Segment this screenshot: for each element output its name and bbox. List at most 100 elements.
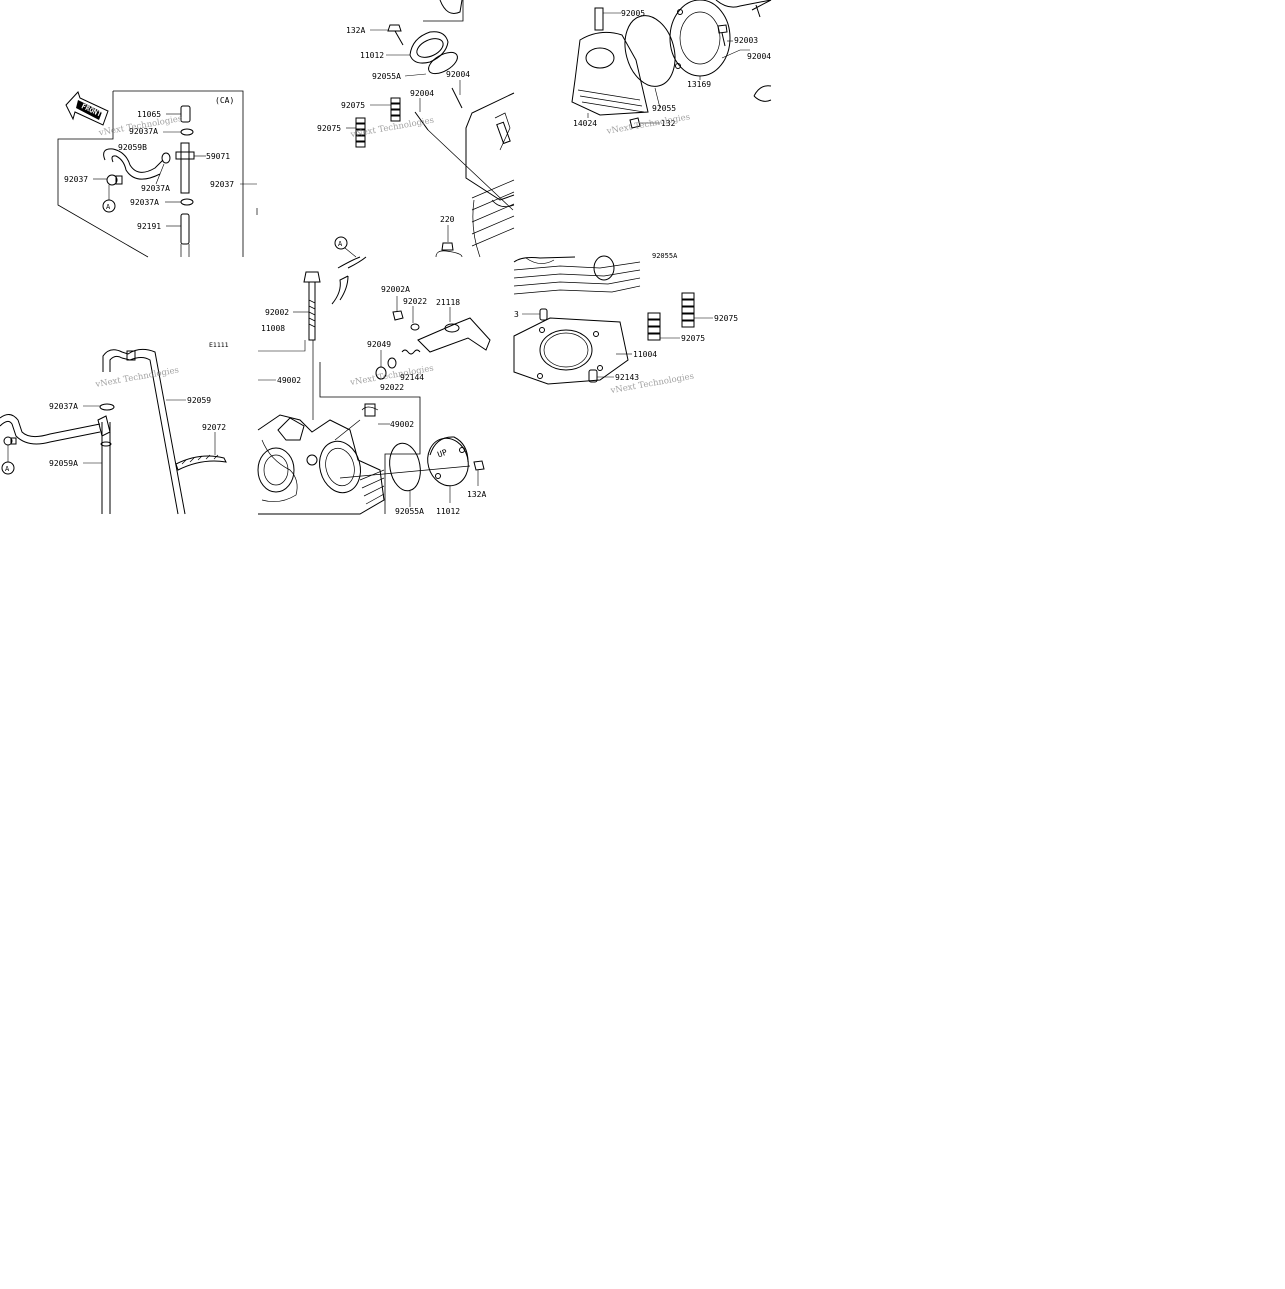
tile-bottom-left: E1111 92059 92037A 92059A A 92072 vNext … [0, 341, 229, 515]
label-92037a-2: 92037A [141, 184, 170, 193]
label-11012-b: 11012 [436, 507, 460, 516]
label-11008: 11008 [261, 324, 285, 333]
cylinder-head-14024 [571, 31, 649, 116]
label-92002a: 92002A [381, 285, 410, 294]
clamp-92037a-bl [99, 403, 115, 411]
crankcase-body [257, 414, 385, 515]
callout-a-3-label: A [5, 465, 10, 473]
plug-49002 [364, 403, 376, 417]
arm-21118 [417, 317, 491, 353]
hose-92059 [102, 348, 186, 515]
label-132a-top: 132A [346, 26, 365, 35]
label-92075-a: 92075 [341, 101, 365, 110]
cover-11012 [427, 437, 469, 487]
label-21118: 21118 [436, 298, 460, 307]
part-11065 [180, 105, 191, 123]
front-arrow-icon: FRONT [65, 91, 109, 126]
label-92059b: 92059B [118, 143, 147, 152]
watermark-3: vNext Technologies [605, 112, 691, 137]
label-11012-top: 11012 [360, 51, 384, 60]
label-132: 132 [661, 119, 676, 128]
tile-top-right: 92005 92055 13169 92003 92004 14024 132 [571, 0, 771, 137]
bolt-92002 [303, 271, 321, 283]
label-49002-a: 49002 [277, 376, 301, 385]
label-92037a-1: 92037A [129, 127, 158, 136]
label-59071: 59071 [206, 152, 230, 161]
oring-92055 [624, 15, 676, 87]
label-92004-tr: 92004 [747, 52, 771, 61]
label-ca: (CA) [215, 96, 234, 105]
callout-a-2-label: A [338, 240, 343, 248]
bolt-92003 [717, 24, 728, 34]
pipe-92191 [180, 213, 190, 245]
label-14024: 14024 [573, 119, 597, 128]
label-92191: 92191 [137, 222, 161, 231]
callout-a-2 [334, 236, 348, 250]
label-92075-b: 92075 [317, 124, 341, 133]
label-92022-a: 92022 [403, 297, 427, 306]
tile-top-middle: 132A 11012 92055A 92004 92075 92004 [317, 0, 515, 258]
label-92059a: 92059A [49, 459, 78, 468]
cover-up-text: UP [436, 448, 448, 460]
label-3: 3 [514, 310, 519, 319]
pipe-59071 [180, 142, 190, 194]
cylinder-fins [513, 256, 576, 263]
label-92049: 92049 [367, 340, 391, 349]
callout-a-1-label: A [106, 203, 111, 211]
cylinder-block-top [465, 92, 515, 201]
tile-top-left: FRONT 11065 (CA) 92037A 92059B 59071 920… [57, 90, 258, 258]
ca-frame [113, 90, 244, 257]
label-132a-b: 132A [467, 490, 486, 499]
label-92037a-3: 92037A [130, 198, 159, 207]
label-92055: 92055 [652, 104, 676, 113]
cap-11012 [409, 31, 449, 64]
label-92004-a: 92004 [446, 70, 470, 79]
guide-stack-92075-b [355, 117, 366, 148]
label-13169: 13169 [687, 80, 711, 89]
hose-92059b [103, 148, 164, 173]
label-92144: 92144 [400, 373, 424, 382]
label-92037: 92037 [64, 175, 88, 184]
label-92037-r: 92037 [210, 180, 234, 189]
plate-13169 [669, 0, 731, 77]
clamp-92037 [106, 174, 118, 186]
label-49002-b: 49002 [390, 420, 414, 429]
fitting-92005 [594, 7, 604, 31]
label-92055a-b: 92055A [395, 507, 424, 516]
label-92004-b: 92004 [410, 89, 434, 98]
bolt-132a-b [473, 460, 485, 471]
guide-stack-92075-a [390, 97, 401, 122]
label-cut-top: 92055A [652, 252, 678, 260]
watermark-2: vNext Technologies [349, 116, 435, 141]
oring-92055a-b [389, 442, 421, 492]
band-92072 [175, 455, 227, 471]
tile-bottom-right: 92055A 3 92075 92075 11004 [513, 252, 738, 396]
label-92003: 92003 [734, 36, 758, 45]
tile-bottom-middle: 92002 11008 92002A 92022 21118 49002 920… [257, 256, 491, 516]
label-92005: 92005 [621, 9, 645, 18]
label-e1111: E1111 [209, 341, 229, 349]
label-92075-c: 92075 [714, 314, 738, 323]
ca-frame-left [57, 91, 149, 258]
callout-a-1 [102, 199, 116, 213]
bolt-132a [387, 24, 402, 32]
clamp-92037a-1 [180, 128, 194, 136]
watermark-4: vNext Technologies [94, 365, 180, 390]
label-92037a-bl: 92037A [49, 402, 78, 411]
callout-a-3 [1, 461, 15, 475]
label-11004: 11004 [633, 350, 657, 359]
label-92075-d: 92075 [681, 334, 705, 343]
label-92002: 92002 [265, 308, 289, 317]
oring-92055a [428, 51, 458, 75]
label-92055a-top: 92055A [372, 72, 401, 81]
label-11065: 11065 [137, 110, 161, 119]
guide-stack-92075-c [681, 292, 695, 328]
guide-stack-92075-d [647, 312, 661, 341]
gasket-11004 [513, 317, 629, 385]
label-92022-b: 92022 [380, 383, 404, 392]
label-92072: 92072 [202, 423, 226, 432]
label-92059: 92059 [187, 396, 211, 405]
label-92143: 92143 [615, 373, 639, 382]
label-220: 220 [440, 215, 455, 224]
